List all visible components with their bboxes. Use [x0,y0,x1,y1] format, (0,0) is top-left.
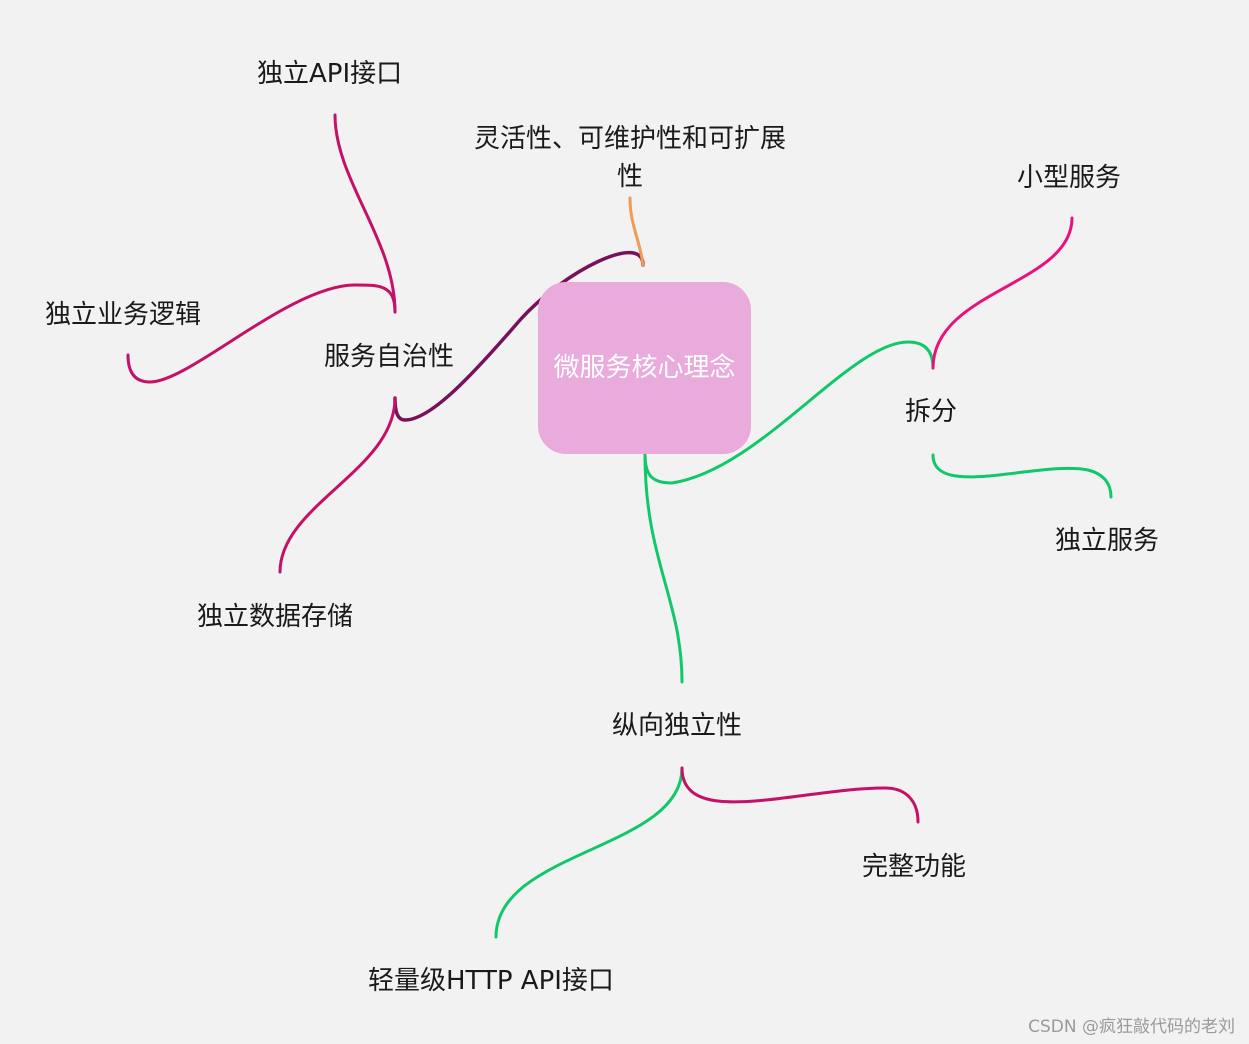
edge-root-autonomy [393,250,645,422]
root-node-label: 微服务核心理念 [553,353,736,383]
edge-vertical-http [494,766,684,939]
edge-root-vertical [643,453,684,684]
node-logic[interactable]: 独立业务逻辑 [45,300,202,330]
edge-vertical-complete [680,766,920,824]
node-independent-service[interactable]: 独立服务 [1055,526,1160,556]
edge-root-split [643,340,935,485]
node-api[interactable]: 独立API接口 [257,59,403,89]
node-small-service[interactable]: 小型服务 [1017,163,1122,193]
edge-split-independent [931,453,1113,499]
node-http-api[interactable]: 轻量级HTTP API接口 [368,966,614,996]
edge-autonomy-logic [126,283,397,384]
node-split[interactable]: 拆分 [905,397,958,427]
edge-split-small [931,216,1074,370]
edge-autonomy-api [333,113,397,314]
node-flexibility[interactable]: 灵活性、可维护性和可扩展性 [474,124,787,192]
node-vertical[interactable]: 纵向独立性 [612,711,743,741]
watermark: CSDN @疯狂敲代码的老刘 [1028,1017,1235,1037]
edge-autonomy-storage [278,396,397,574]
node-autonomy[interactable]: 服务自治性 [324,342,455,372]
edge-root-flexibility [628,196,645,267]
node-complete-function[interactable]: 完整功能 [862,852,967,882]
node-storage[interactable]: 独立数据存储 [197,602,354,632]
root-node[interactable] [538,282,751,454]
